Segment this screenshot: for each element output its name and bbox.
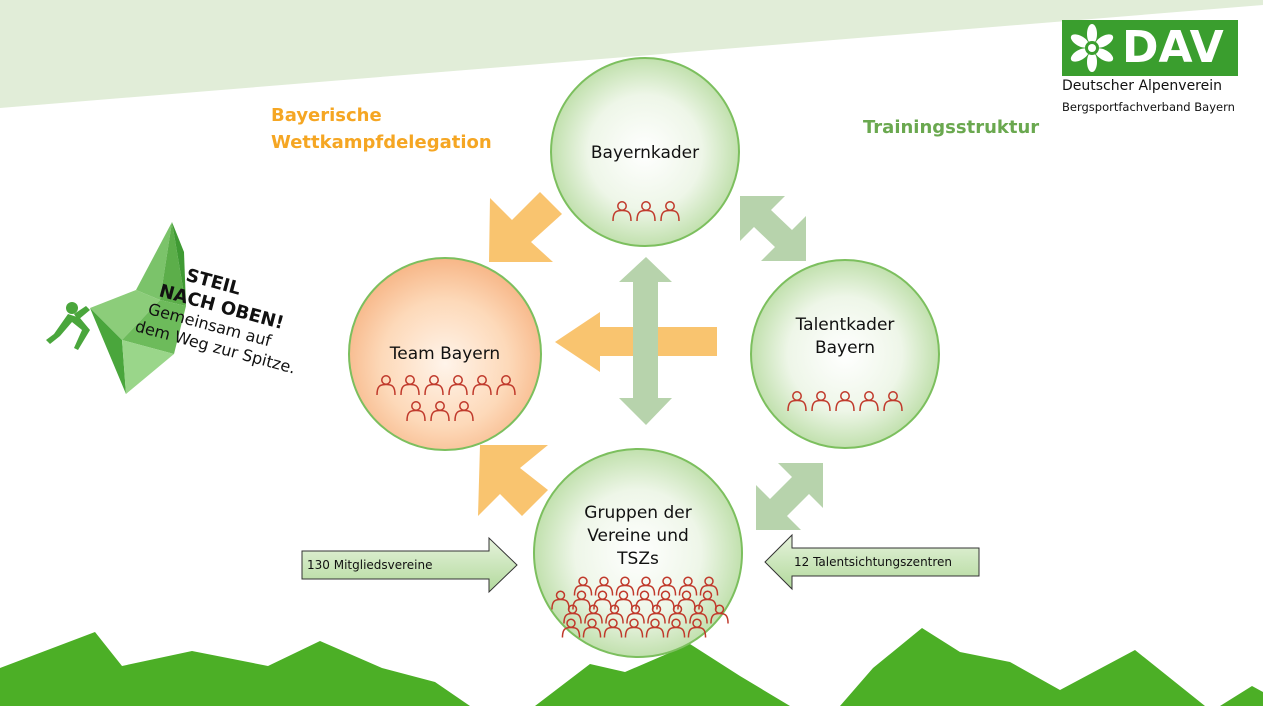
person-icon — [859, 391, 879, 412]
person-icon — [376, 375, 396, 396]
person-icon — [561, 618, 581, 638]
steil-nach-oben-badge: STEIL NACH OBEN! Gemeinsam auf dem Weg z… — [46, 222, 298, 394]
person-icon — [687, 618, 707, 638]
arrow-bayernkader-to-team — [489, 192, 562, 262]
heading-line-2: Wettkampfdelegation — [271, 132, 492, 153]
input-arrow-talentsichtungszentren — [764, 533, 980, 591]
person-icon — [615, 576, 635, 596]
person-icon — [430, 401, 450, 422]
person-icon — [612, 201, 632, 222]
top-band — [0, 0, 1263, 108]
label-gruppen-2: Vereine und — [587, 526, 689, 546]
circle-team-bayern[interactable] — [348, 257, 542, 451]
circle-gruppen[interactable] — [533, 448, 743, 658]
arrow-talentkader-gruppen — [756, 463, 823, 530]
person-icon — [496, 375, 516, 396]
person-icon — [603, 618, 623, 638]
mountain-range — [0, 628, 1263, 706]
label-talentkader-1: Talentkader — [795, 315, 895, 335]
person-icon — [698, 590, 717, 610]
person-icon — [594, 576, 614, 596]
person-icon — [614, 590, 633, 610]
person-icon — [584, 604, 603, 624]
person-icon — [593, 590, 612, 610]
person-icon — [448, 375, 468, 396]
person-icon — [787, 391, 807, 412]
person-icon — [636, 201, 656, 222]
person-icon — [636, 576, 656, 596]
person-icon — [666, 618, 686, 638]
person-icon — [656, 590, 675, 610]
person-icon — [678, 576, 698, 596]
arrow-bayernkader-talentkader — [740, 196, 806, 261]
person-icon — [605, 604, 624, 624]
person-icon — [573, 576, 593, 596]
person-icon — [883, 391, 903, 412]
people-layer — [376, 201, 903, 638]
person-icon — [635, 590, 654, 610]
person-icon — [710, 604, 729, 624]
input-arrow-mitgliedsvereine — [301, 536, 518, 594]
person-icon — [563, 604, 582, 624]
node-bayernkader: Bayernkader — [560, 142, 730, 166]
label-talentsichtungszentren: 12 Talentsichtungszentren — [794, 555, 953, 569]
edelweiss-icon — [1070, 24, 1114, 72]
node-gruppen: Gruppen der Vereine und TSZs — [553, 502, 723, 574]
person-icon — [400, 375, 420, 396]
person-icon — [626, 604, 645, 624]
label-team-bayern: Team Bayern — [389, 344, 501, 364]
node-team-bayern: Team Bayern — [360, 343, 530, 367]
circle-bayernkader[interactable] — [550, 57, 740, 247]
label-gruppen-1: Gruppen der — [584, 503, 692, 523]
label-gruppen-3: TSZs — [617, 549, 659, 569]
person-icon — [551, 590, 570, 610]
arrow-bayernkader-gruppen — [619, 257, 672, 425]
arrow-gruppen-to-team — [478, 445, 548, 516]
person-icon — [660, 201, 680, 222]
mountain-facets-icon — [90, 222, 186, 394]
person-icon — [811, 391, 831, 412]
heading-trainingsstruktur: Trainingsstruktur — [863, 117, 1040, 138]
person-icon — [689, 604, 708, 624]
label-mitgliedsvereine: 130 Mitgliedsvereine — [307, 558, 433, 572]
person-icon — [406, 401, 426, 422]
person-icon — [835, 391, 855, 412]
person-icon — [472, 375, 492, 396]
label-bayernkader: Bayernkader — [590, 143, 700, 163]
person-icon — [699, 576, 719, 596]
person-icon — [572, 590, 591, 610]
person-icon — [454, 401, 474, 422]
dav-logo: DAV Deutscher Alpenverein Bergsportfachv… — [1062, 20, 1242, 120]
label-talentkader-2: Bayern — [814, 338, 876, 358]
logo-sub: Bergsportfachverband Bayern — [1062, 100, 1235, 114]
person-icon — [582, 618, 602, 638]
logo-abbr: DAV — [1122, 22, 1224, 73]
climber-icon — [46, 302, 90, 350]
person-icon — [657, 576, 677, 596]
logo-name: Deutscher Alpenverein — [1062, 78, 1223, 94]
person-icon — [645, 618, 665, 638]
heading-wettkampfdelegation: Bayerische Wettkampfdelegation — [271, 102, 492, 156]
person-icon — [677, 590, 696, 610]
person-icon — [624, 618, 644, 638]
person-icon — [424, 375, 444, 396]
node-talentkader: Talentkader Bayern — [760, 314, 930, 362]
person-icon — [647, 604, 666, 624]
person-icon — [668, 604, 687, 624]
heading-line-1: Bayerische — [271, 105, 382, 126]
